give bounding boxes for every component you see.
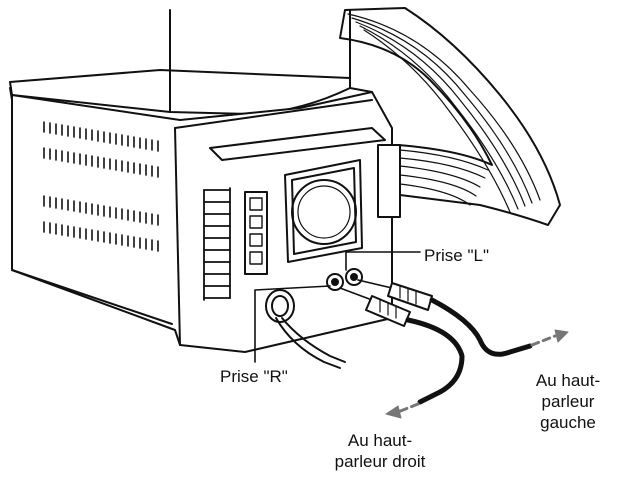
power-socket bbox=[265, 289, 346, 369]
label-right-speaker-line-1: Au haut- bbox=[347, 431, 413, 450]
rear-panel bbox=[203, 127, 401, 369]
label-right-speaker-line-2: parleur droit bbox=[334, 452, 426, 471]
label-left-speaker: Au haut- parleur gauche bbox=[528, 370, 608, 433]
leader-lines bbox=[254, 251, 421, 363]
terminal-strip bbox=[244, 191, 268, 275]
left-cable bbox=[357, 279, 533, 357]
rear-vents bbox=[203, 187, 231, 301]
label-left-speaker-line-1: Au haut- bbox=[535, 371, 601, 390]
arrow-right-speaker bbox=[396, 402, 420, 414]
label-prise-r: Prise "R" bbox=[220, 367, 288, 386]
arrow-left-speaker bbox=[530, 334, 557, 347]
leader-prise-r bbox=[254, 285, 331, 363]
rca-jacks bbox=[326, 268, 363, 291]
arrow-head-right bbox=[385, 405, 402, 419]
leader-prise-l bbox=[345, 251, 421, 271]
ribbon-cable bbox=[339, 7, 561, 226]
arrow-head-left bbox=[554, 329, 569, 343]
side-vents bbox=[43, 121, 159, 252]
label-left-speaker-line-2: parleur bbox=[541, 392, 595, 411]
label-left-speaker-line-3: gauche bbox=[540, 413, 596, 432]
right-cable bbox=[339, 287, 465, 405]
ribbon-connector bbox=[377, 144, 401, 218]
label-right-speaker: Au haut- parleur droit bbox=[310, 430, 450, 472]
label-prise-l: Prise "L" bbox=[424, 246, 489, 265]
